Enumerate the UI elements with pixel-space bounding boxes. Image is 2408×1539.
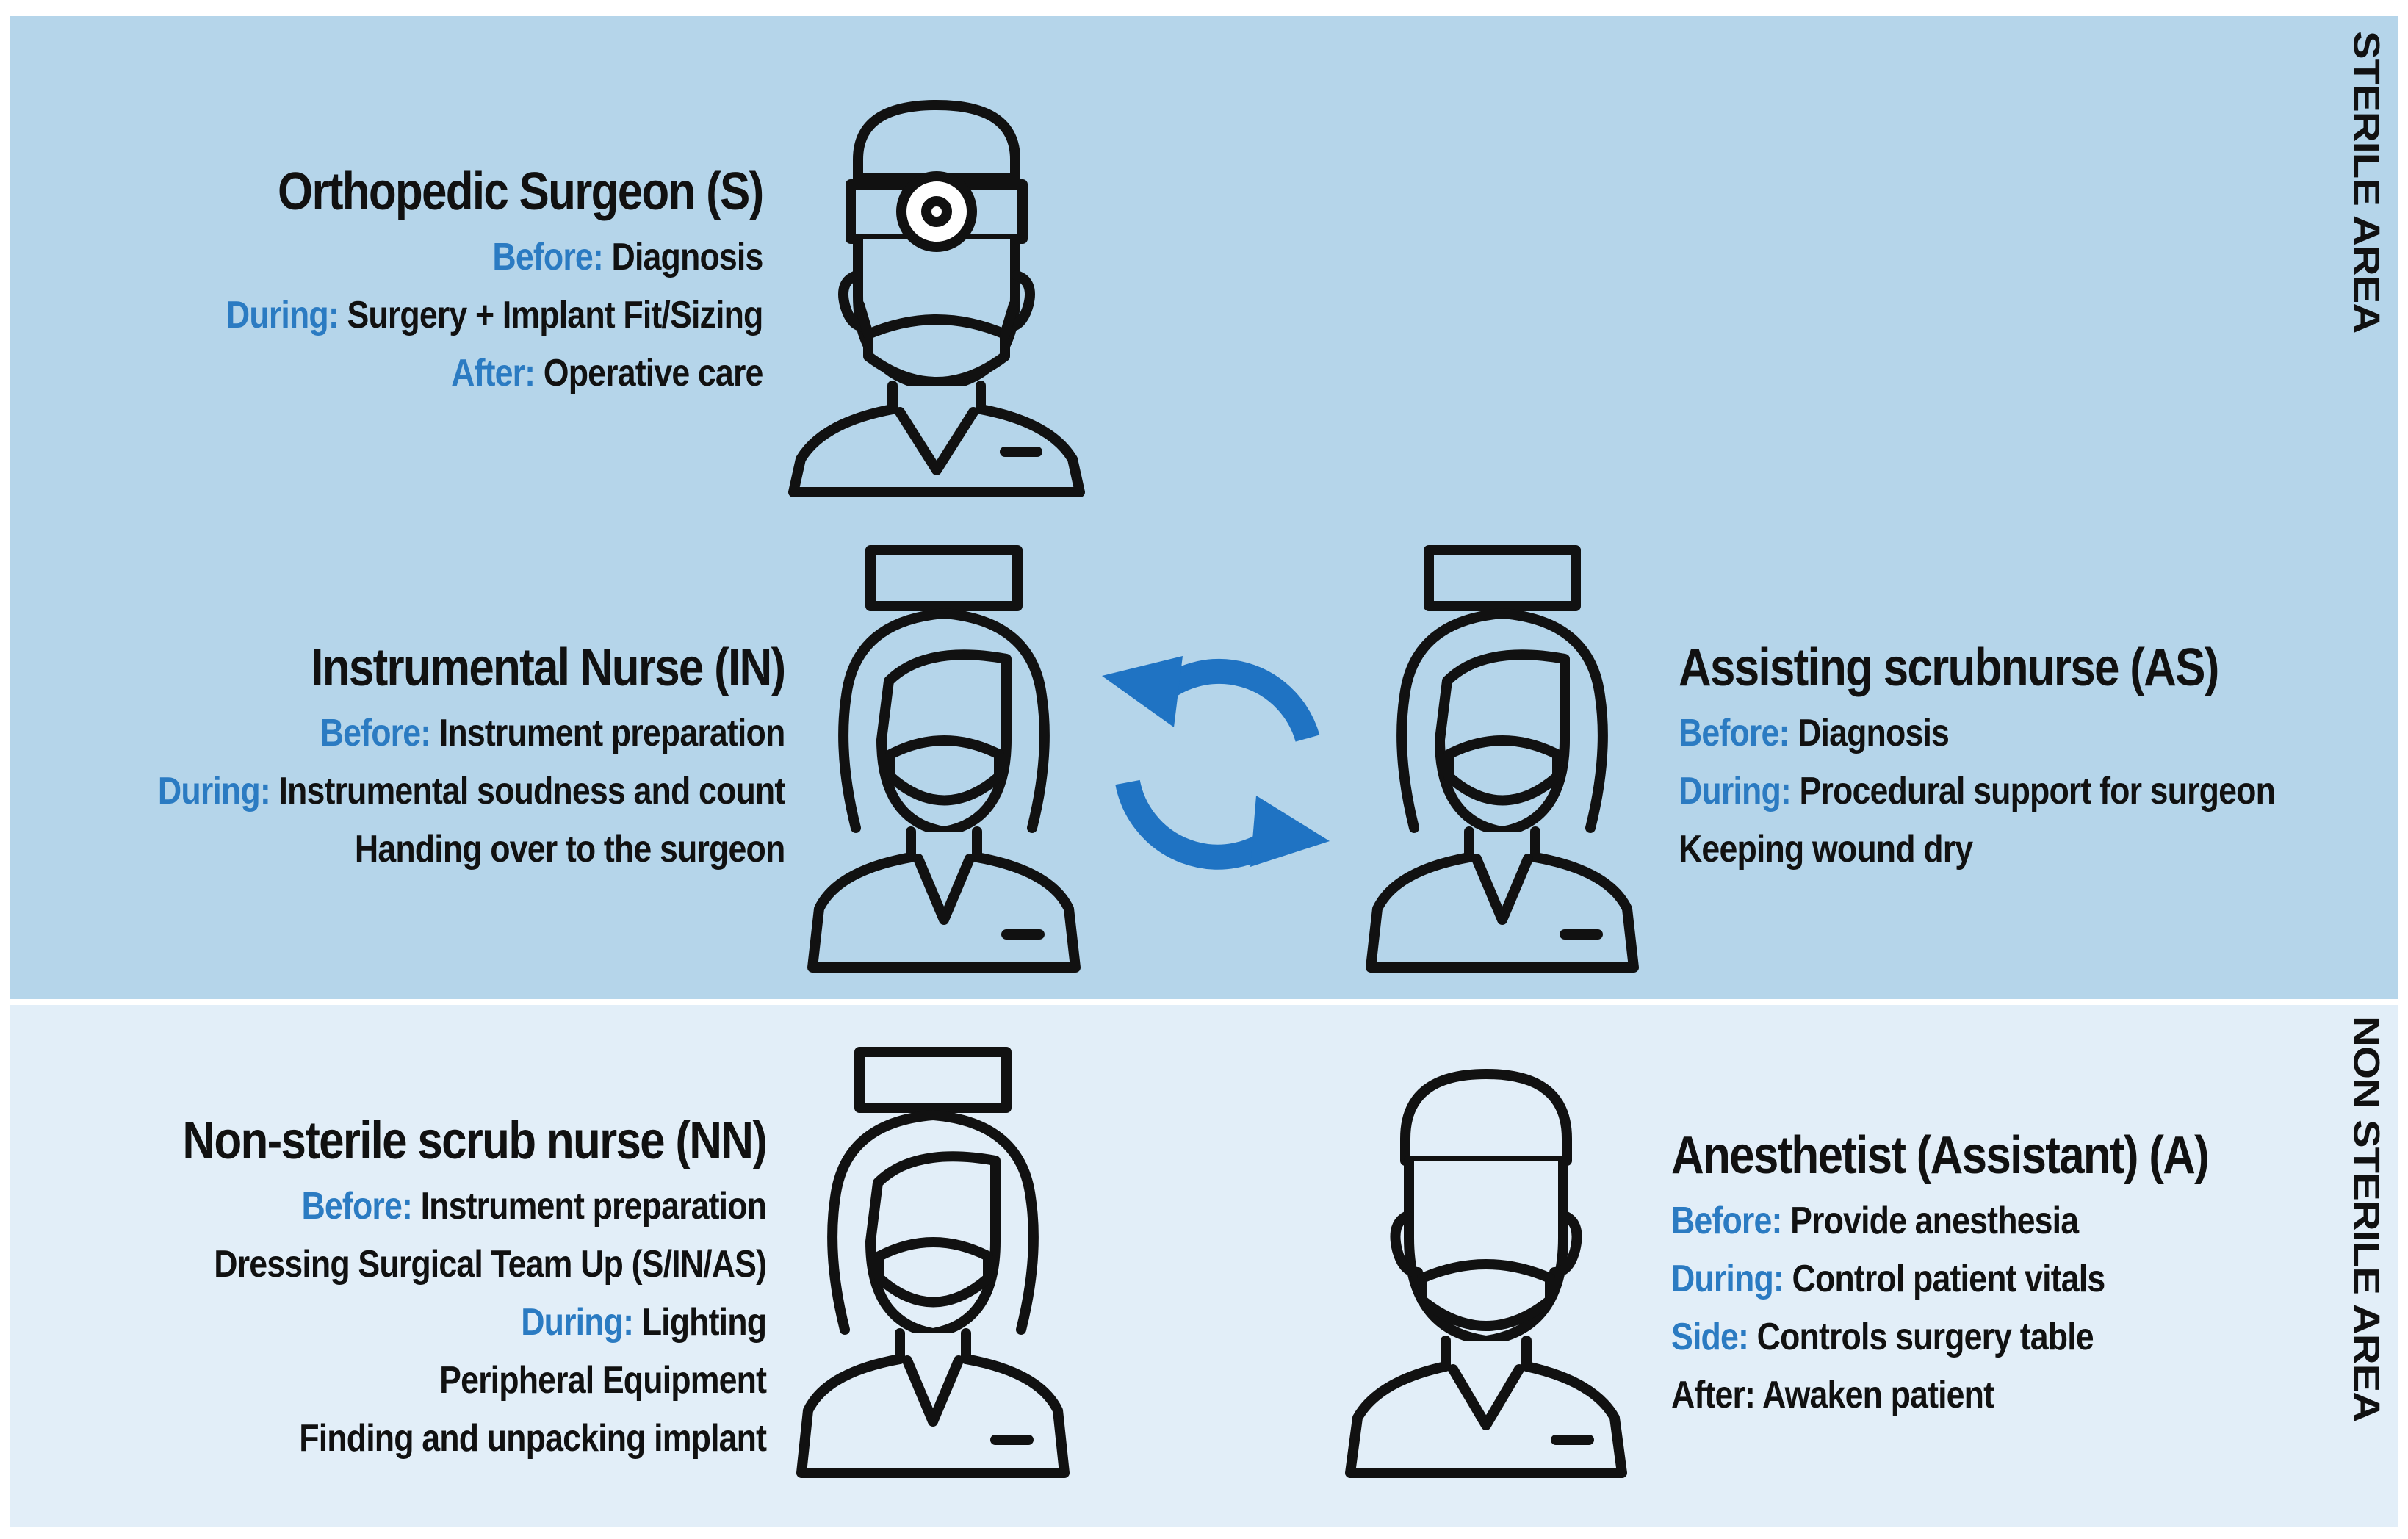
female-nurse-icon xyxy=(786,534,1102,975)
role-duty-line: During: Instrumental soudness and count xyxy=(158,763,785,821)
phase-label: During: xyxy=(226,293,339,336)
role-title: Anesthetist (Assistant) (A) xyxy=(1671,1126,2210,1185)
role-duty-line: Side: Controls surgery table xyxy=(1671,1308,2208,1366)
sterile-area-label: STERILE AREA xyxy=(2346,31,2387,334)
role-duty-line: After: Awaken patient xyxy=(1671,1366,2208,1424)
sterile-area-panel: STERILE AREA xyxy=(10,16,2398,999)
role-title: Instrumental Nurse (IN) xyxy=(310,638,786,697)
role-duty-line: Peripheral Equipment xyxy=(182,1352,767,1410)
role-title: Non-sterile scrub nurse (NN) xyxy=(182,1111,767,1170)
duty-text: Procedural support for surgeon xyxy=(1790,769,2276,812)
phase-label: After: xyxy=(450,351,536,394)
phase-label: Before: xyxy=(1679,711,1789,754)
role-duty-line: During: Procedural support for surgeon xyxy=(1679,763,2276,821)
role-duty-line: During: Lighting xyxy=(182,1294,767,1352)
role-duty-line: Before: Instrument preparation xyxy=(182,1178,767,1236)
phase-label: Before: xyxy=(301,1184,412,1228)
duty-text: Instrumental soudness and count xyxy=(270,769,785,812)
surgeon-with-head-mirror-icon xyxy=(771,92,1102,503)
phase-label: During: xyxy=(1679,769,1792,812)
duty-text: Dressing Surgical Team Up (S/IN/AS) xyxy=(214,1242,767,1286)
role-duty-line: Before: Instrument preparation xyxy=(158,704,785,763)
duty-text: Instrument preparation xyxy=(430,711,785,754)
duty-text: Controls surgery table xyxy=(1748,1315,2094,1358)
role-nonsterile-nurse: Non-sterile scrub nurse (NN) Before: Inst… xyxy=(87,1111,767,1468)
phase-label: During: xyxy=(1671,1257,1784,1300)
role-duty-line: During: Surgery + Implant Fit/Sizing xyxy=(226,286,763,345)
swap-cycle-arrows-icon xyxy=(1087,628,1344,896)
role-duty-line: Before: Diagnosis xyxy=(1679,704,2275,763)
phase-label: Side: xyxy=(1671,1315,1749,1358)
duty-text: Finding and unpacking implant xyxy=(299,1416,767,1460)
phase-label: During: xyxy=(521,1300,634,1344)
duty-text: After: Awaken patient xyxy=(1671,1373,1994,1416)
role-duty-line: After: Operative care xyxy=(226,345,763,403)
phase-label: Before: xyxy=(491,235,603,278)
duty-text: Peripheral Equipment xyxy=(439,1358,767,1402)
duty-text: Surgery + Implant Fit/Sizing xyxy=(338,293,763,336)
duty-text: Handing over to the surgeon xyxy=(354,827,785,871)
duty-text: Provide anesthesia xyxy=(1781,1199,2079,1242)
female-nurse-icon xyxy=(775,1036,1091,1484)
role-title: Assisting scrubnurse (AS) xyxy=(1679,638,2219,697)
duty-text: Lighting xyxy=(632,1300,767,1344)
duty-text: Instrument preparation xyxy=(411,1184,766,1228)
duty-text: Diagnosis xyxy=(1789,711,1950,754)
role-duty-line: During: Control patient vitals xyxy=(1671,1250,2208,1308)
role-duty-line: Handing over to the surgeon xyxy=(158,821,785,879)
role-duty-line: Keeping wound dry xyxy=(1679,821,2275,879)
role-instrumental-nurse: Instrumental Nurse (IN) Before: Instrumen… xyxy=(56,638,786,879)
phase-label: Before: xyxy=(1671,1199,1782,1242)
duty-text: Diagnosis xyxy=(602,235,763,278)
role-duty-line: Before: Provide anesthesia xyxy=(1671,1192,2208,1250)
role-assisting-scrubnurse: Assisting scrubnurse (AS) Before: Diagnos… xyxy=(1679,638,2372,879)
female-nurse-icon xyxy=(1344,534,1660,975)
role-title: Orthopedic Surgeon (S) xyxy=(277,162,764,221)
phase-label: During: xyxy=(157,769,271,812)
role-duty-line: Dressing Surgical Team Up (S/IN/AS) xyxy=(182,1236,767,1294)
phase-label: Before: xyxy=(320,711,430,754)
duty-text: Keeping wound dry xyxy=(1679,827,1973,871)
duty-text: Operative care xyxy=(534,351,763,394)
non-sterile-area-label: NON STERILE AREA xyxy=(2346,1016,2387,1422)
role-duty-line: Finding and unpacking implant xyxy=(182,1410,767,1468)
duty-text: Control patient vitals xyxy=(1783,1257,2106,1300)
male-doctor-icon xyxy=(1328,1058,1644,1484)
non-sterile-area-panel: NON STERILE AREA xyxy=(10,1005,2398,1527)
role-anesthetist: Anesthetist (Assistant) (A) Before: Provi… xyxy=(1671,1125,2296,1424)
role-duty-line: Before: Diagnosis xyxy=(226,228,763,286)
